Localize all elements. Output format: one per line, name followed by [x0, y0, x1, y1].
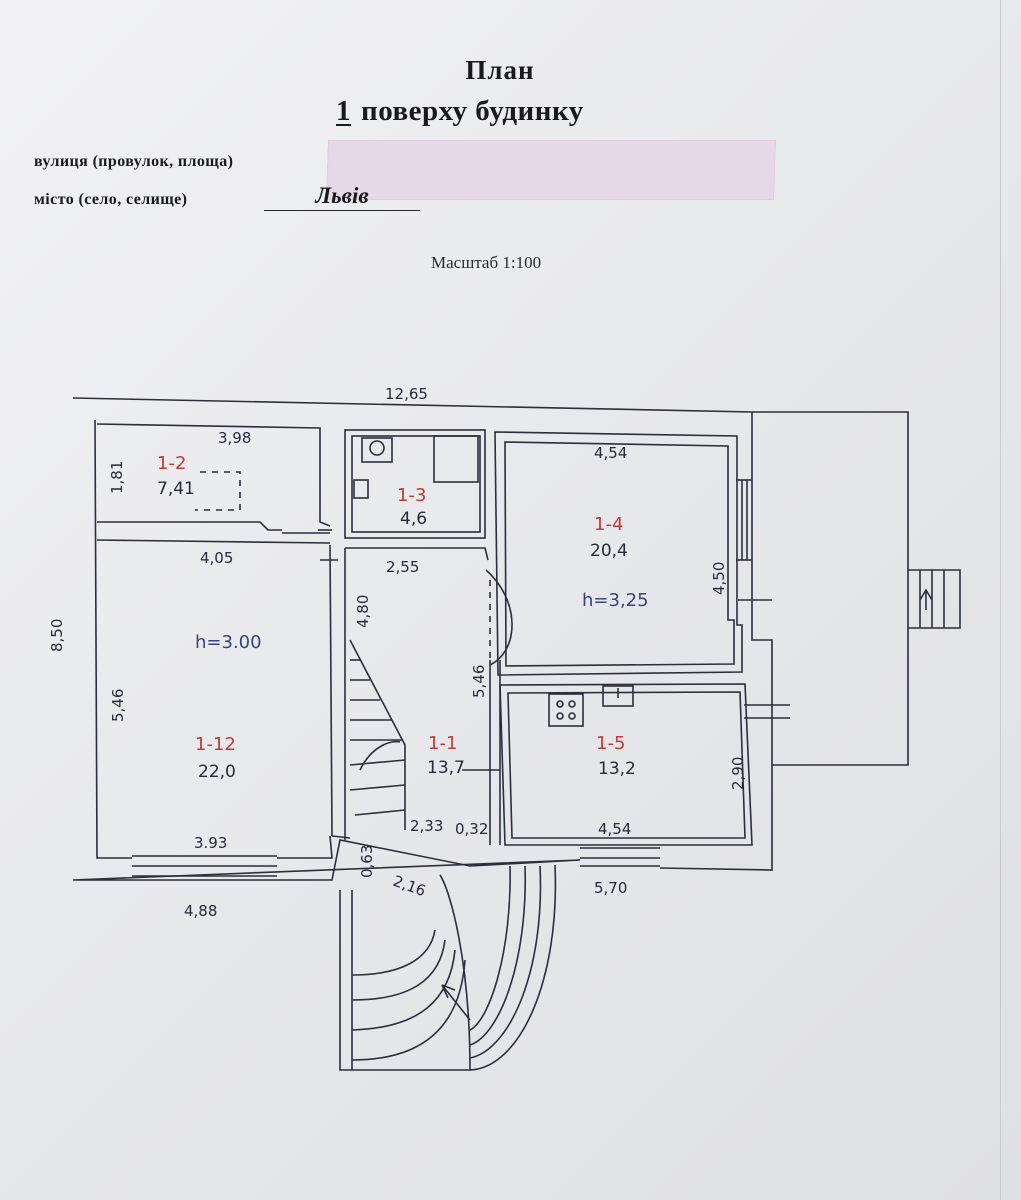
entrance-steps — [339, 864, 557, 1071]
terrace-stairs — [908, 569, 961, 629]
room-1-4-id: 1-4 — [594, 514, 623, 535]
washbasin-icon — [353, 479, 369, 499]
dim-5-70: 5,70 — [594, 879, 627, 897]
scale-label: Масштаб 1:100 — [431, 253, 542, 272]
door-swing — [485, 569, 513, 666]
dim-1-2-height: 1,81 — [108, 461, 126, 494]
sink-icon — [602, 685, 634, 707]
dim-1-2-width: 3,98 — [218, 429, 251, 447]
room-1-2-area: 7,41 — [157, 479, 195, 499]
dim-overall-height: 8,50 — [48, 619, 66, 652]
wall-room-1-2 — [96, 423, 331, 531]
dim-1-5-height: 2,90 — [729, 757, 747, 790]
dim-1-5-width: 4,54 — [598, 820, 631, 838]
city-value: Львів — [264, 183, 420, 211]
street-label: вулиця (провулок, площа) — [34, 153, 234, 170]
city-label: місто (село, селище) — [34, 191, 188, 208]
room-1-3-area: 4,6 — [400, 509, 427, 529]
dim-2-33: 2,33 — [410, 817, 443, 835]
room-1-12-area: 22,0 — [198, 762, 236, 782]
plan-title: План — [465, 55, 535, 85]
room-1-5-id: 1-5 — [596, 733, 625, 754]
room-1-5-area: 13,2 — [598, 759, 636, 779]
room-1-2-dashed-area — [195, 471, 241, 511]
window-bottom-right — [580, 847, 660, 867]
dim-0-32: 0,32 — [455, 820, 488, 838]
room-1-1-id: 1-1 — [428, 733, 457, 754]
window-left-bottom — [132, 855, 277, 877]
dim-2-16: 2,16 — [391, 872, 429, 900]
plan-subtitle: 1 поверху будинку — [336, 95, 584, 128]
dim-1-3-width: 2,55 — [386, 558, 419, 576]
room-1-12-ceiling: h=3.00 — [195, 632, 262, 653]
room-1-4-area: 20,4 — [590, 541, 628, 561]
wall-room-1-4 — [494, 431, 743, 676]
page-edge — [1000, 0, 1001, 1200]
dim-1-4-height: 4,50 — [710, 562, 728, 595]
wall-corridor — [329, 544, 501, 845]
wall-room-1-2-inner — [96, 532, 331, 544]
room-1-12-id: 1-12 — [195, 734, 236, 755]
bathtub-icon — [433, 435, 479, 483]
dim-0-63: 0,63 — [358, 845, 376, 878]
dim-1-12-height: 5,46 — [109, 689, 127, 722]
inner-wall-outline — [94, 419, 351, 859]
dim-stair-length: 4,80 — [354, 595, 372, 628]
window-right-1-4 — [736, 479, 752, 561]
dim-1-12-width-top: 4,05 — [200, 549, 233, 567]
dim-overall-width: 12,65 — [385, 385, 428, 403]
dim-1-1-height: 5,46 — [470, 665, 488, 698]
floor-number: 1 — [336, 95, 351, 127]
floor-plan-drawing: 12,65 8,50 3,98 1,81 1-2 7,41 1-3 4,6 2,… — [48, 385, 961, 1071]
stove-icon — [548, 693, 584, 727]
wall-room-1-5 — [499, 683, 753, 846]
toilet-icon — [361, 437, 393, 463]
dim-4-88: 4,88 — [184, 902, 217, 920]
subtitle-text: поверху будинку — [361, 95, 584, 127]
dim-1-4-width: 4,54 — [594, 444, 627, 462]
outer-wall-outline — [72, 397, 773, 881]
room-1-3-id: 1-3 — [397, 485, 426, 506]
room-1-1-area: 13,7 — [427, 758, 465, 778]
room-1-4-ceiling: h=3,25 — [582, 590, 649, 611]
interior-stairs — [349, 639, 406, 830]
wall-room-1-3 — [344, 429, 486, 539]
dim-1-12-width-bottom: 3.93 — [194, 834, 227, 852]
room-1-2-id: 1-2 — [157, 453, 186, 474]
terrace-outline — [752, 411, 909, 766]
